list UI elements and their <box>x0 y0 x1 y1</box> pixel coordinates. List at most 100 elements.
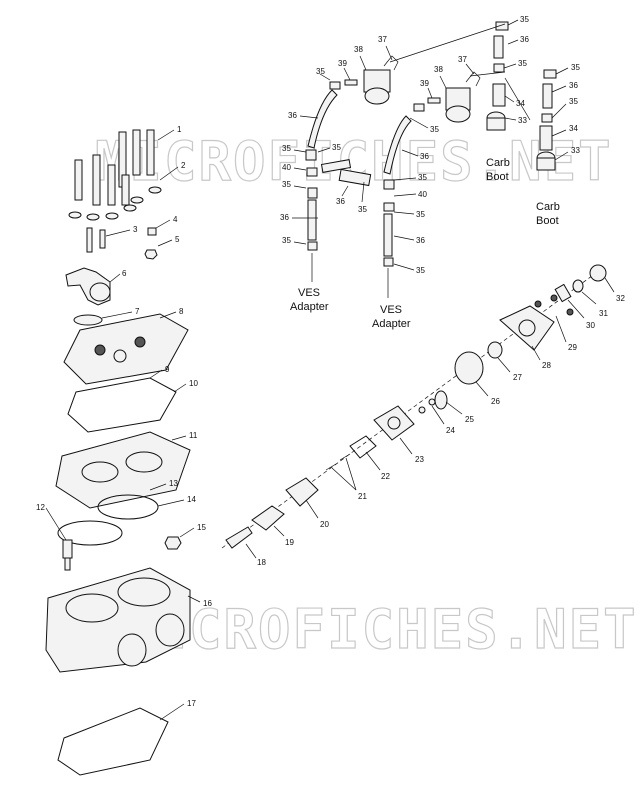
ves-adapter-label-2: VES Adapter <box>372 304 411 330</box>
head-o-ring-lower <box>57 520 123 546</box>
head-o-ring-upper <box>97 494 159 520</box>
pump-gasket-small <box>349 435 377 459</box>
callout-35d: 35 <box>569 97 578 106</box>
callout-17: 17 <box>187 699 196 708</box>
callout-36g: 36 <box>569 81 578 90</box>
callout-36a: 36 <box>288 111 297 120</box>
callout-6: 6 <box>122 269 127 278</box>
ves-adapter-label-line2: Adapter <box>372 318 411 330</box>
callout-34a: 34 <box>516 99 525 108</box>
watermark-text: MICROFICHES.NET <box>95 130 613 193</box>
watermark-text: MICROFICHES.NET <box>120 598 638 661</box>
callout-26: 26 <box>491 397 500 406</box>
leader-lines-ves <box>311 253 389 298</box>
callout-11: 11 <box>189 431 198 440</box>
callout-4: 4 <box>173 215 178 224</box>
cap-o-ring <box>572 279 584 293</box>
cover-screws <box>534 294 574 316</box>
pump-cover <box>499 305 555 351</box>
callout-37b: 37 <box>458 55 467 64</box>
hose-middle <box>338 168 372 187</box>
carb-boot-label-line1: Carb <box>486 157 510 169</box>
callout-8: 8 <box>179 307 184 316</box>
callout-35g: 35 <box>332 143 341 152</box>
carb-boot-label-2: Carb Boot <box>536 201 560 227</box>
callout-10: 10 <box>189 379 198 388</box>
t-connector-left <box>320 159 352 173</box>
callout-35n: 35 <box>430 125 439 134</box>
callout-36f: 36 <box>520 35 529 44</box>
callout-14: 14 <box>187 495 196 504</box>
pump-screws <box>325 453 351 471</box>
cylinder-nut <box>164 536 182 550</box>
ves-adapter-label-line1: VES <box>380 304 402 316</box>
studs-and-nuts <box>86 227 158 260</box>
ves-bracket-right <box>465 71 481 87</box>
callout-7: 7 <box>135 307 140 316</box>
callout-37a: 37 <box>378 35 387 44</box>
callout-19: 19 <box>285 538 294 547</box>
watermark-bottom: MICROFICHES.NET <box>119 597 638 661</box>
callout-36b: 36 <box>280 213 289 222</box>
valve-seal <box>434 390 448 410</box>
ves-valve-right <box>413 87 471 123</box>
ves-adapter-label-line1: VES <box>298 287 320 299</box>
carb-boot-stack-left <box>486 21 509 131</box>
callout-21: 21 <box>358 492 367 501</box>
callout-40a: 40 <box>282 163 291 172</box>
ves-bracket-left <box>383 55 399 71</box>
callout-36d: 36 <box>416 236 425 245</box>
cylinder-head <box>55 431 191 509</box>
callout-33a: 33 <box>518 116 527 125</box>
fitting <box>225 526 253 549</box>
callout-15: 15 <box>197 523 206 532</box>
callout-34b: 34 <box>569 124 578 133</box>
pump-o-ring <box>487 341 503 359</box>
callout-23: 23 <box>415 455 424 464</box>
carb-boot-label-line2: Boot <box>536 215 559 227</box>
callout-31: 31 <box>599 309 608 318</box>
callout-39b: 39 <box>420 79 429 88</box>
callout-24: 24 <box>446 426 455 435</box>
callout-12: 12 <box>36 503 45 512</box>
callout-35c: 35 <box>571 63 580 72</box>
head-cover-gasket <box>67 377 177 433</box>
callout-40b: 40 <box>418 190 427 199</box>
cylinder-block <box>45 567 191 673</box>
callout-30: 30 <box>586 321 595 330</box>
cylinder-head-cover <box>63 313 189 385</box>
callout-35j: 35 <box>358 205 367 214</box>
frame-lines <box>389 23 531 121</box>
callouts: 1 2 3 4 5 6 7 8 9 10 11 12 13 14 15 16 1… <box>36 15 625 721</box>
callout-9: 9 <box>165 365 170 374</box>
callout-36e: 36 <box>420 152 429 161</box>
temperature-sensor <box>62 539 73 571</box>
ves-hose-left <box>305 89 338 251</box>
callout-35k: 35 <box>418 173 427 182</box>
callout-39a: 39 <box>338 59 347 68</box>
callout-35b: 35 <box>518 59 527 68</box>
carb-boot-label-line1: Carb <box>536 201 560 213</box>
check-valves <box>418 398 436 414</box>
callout-27: 27 <box>513 373 522 382</box>
carb-boot-label-line2: Boot <box>486 171 509 183</box>
spring <box>554 283 572 303</box>
ves-adapter-label-1: VES Adapter <box>290 287 329 313</box>
callout-35a: 35 <box>520 15 529 24</box>
callout-20: 20 <box>320 520 329 529</box>
pump-body <box>285 477 319 507</box>
callout-18: 18 <box>257 558 266 567</box>
ves-hose-right <box>383 115 412 267</box>
watermark-top: MICROFICHES.NET <box>94 129 613 193</box>
callout-22: 22 <box>381 472 390 481</box>
callout-29: 29 <box>568 343 577 352</box>
callout-35f: 35 <box>282 144 291 153</box>
thermostat-housing <box>65 267 111 306</box>
pump-body-gasket <box>251 505 285 531</box>
callout-32: 32 <box>616 294 625 303</box>
callout-35e: 35 <box>316 67 325 76</box>
pump-housing <box>373 405 415 441</box>
dashed-centerline <box>221 269 601 549</box>
callout-2: 2 <box>181 161 186 170</box>
